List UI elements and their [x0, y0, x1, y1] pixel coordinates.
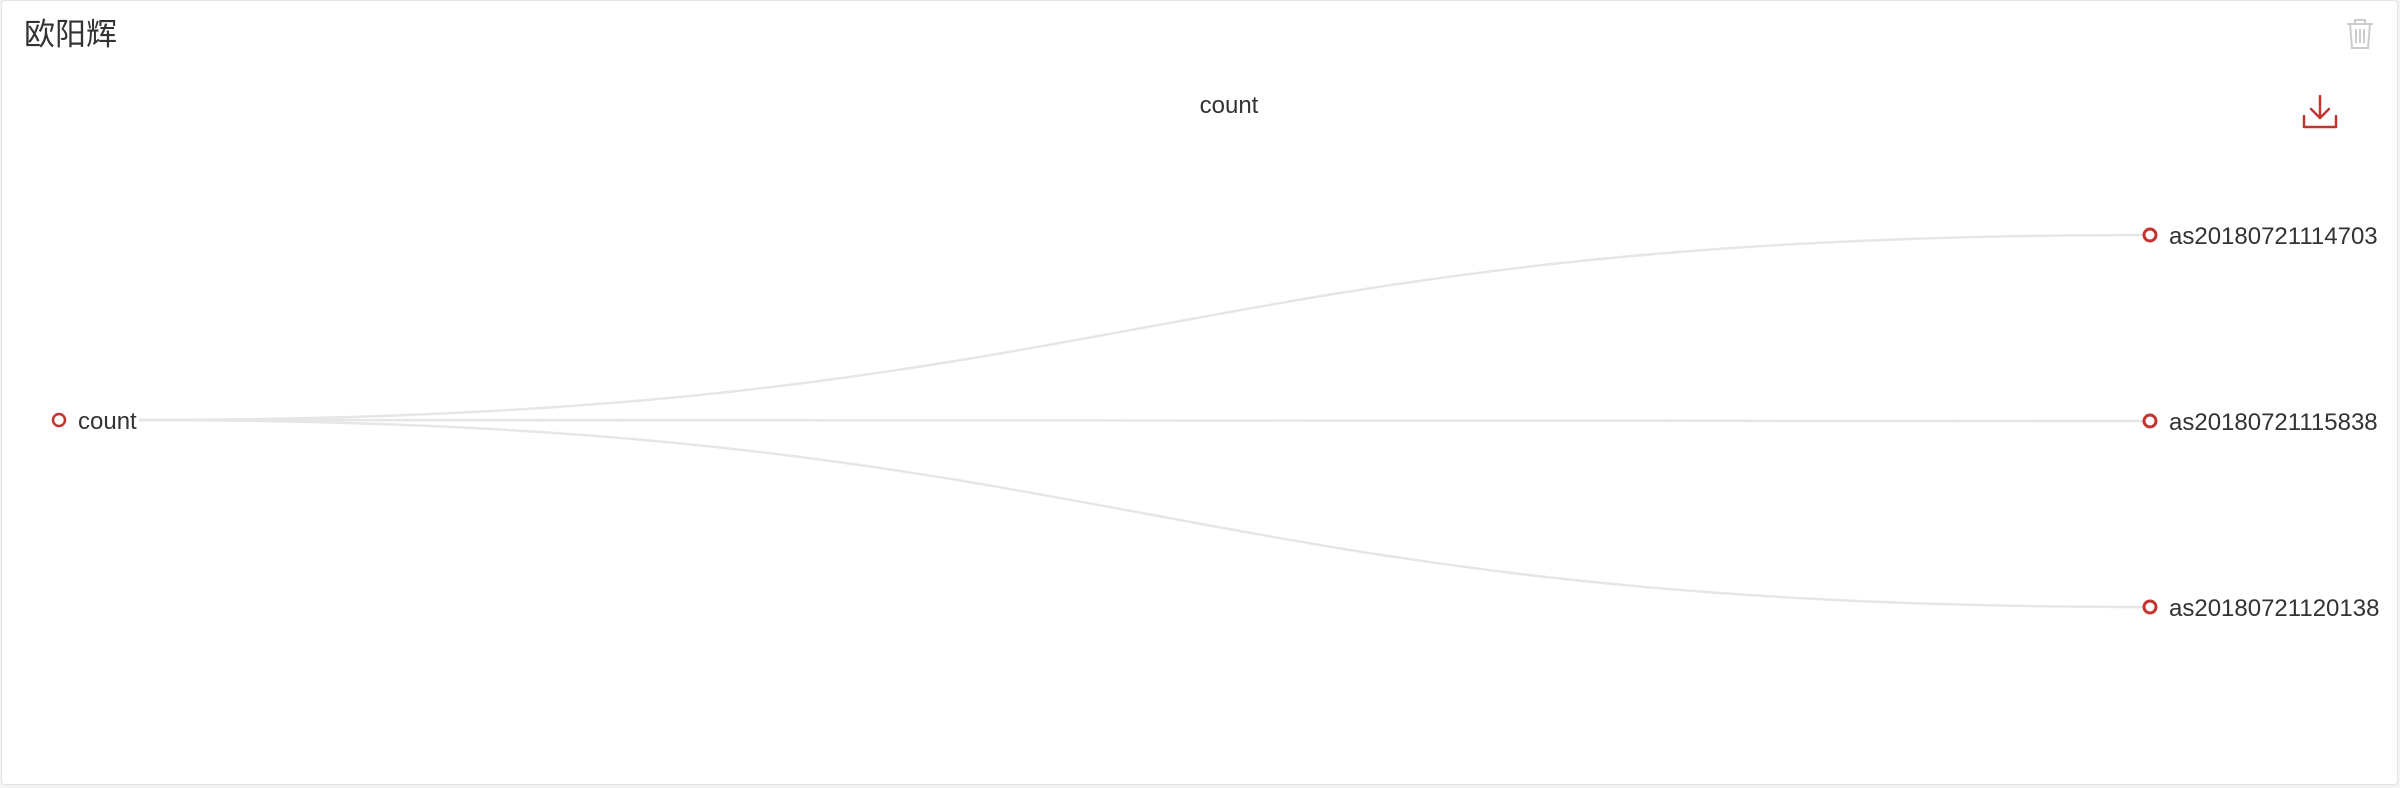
tree-node-leaf[interactable] — [2142, 227, 2158, 243]
tree-node-label: count — [78, 408, 137, 435]
tree-node-leaf[interactable] — [2142, 413, 2158, 429]
download-icon[interactable] — [2300, 92, 2340, 132]
tree-links — [138, 233, 2151, 609]
trash-icon[interactable] — [2344, 17, 2376, 51]
tree-link — [138, 418, 2151, 423]
tree-link — [138, 233, 2151, 422]
tree-node-label: as20180721114703 — [2169, 223, 2378, 250]
tree-nodes: count as20180721114703 as20180721115838 as2… — [51, 223, 2379, 622]
panel-title: 欧阳辉 — [24, 17, 117, 53]
tree-node-label: as20180721115838 — [2169, 409, 2378, 436]
tree-node-label: as20180721120138 — [2169, 595, 2379, 622]
tree-link — [138, 418, 2151, 609]
tree-node-root[interactable] — [51, 412, 67, 428]
tree-node-leaf[interactable] — [2142, 599, 2158, 615]
chart-title: count — [1200, 92, 1259, 119]
